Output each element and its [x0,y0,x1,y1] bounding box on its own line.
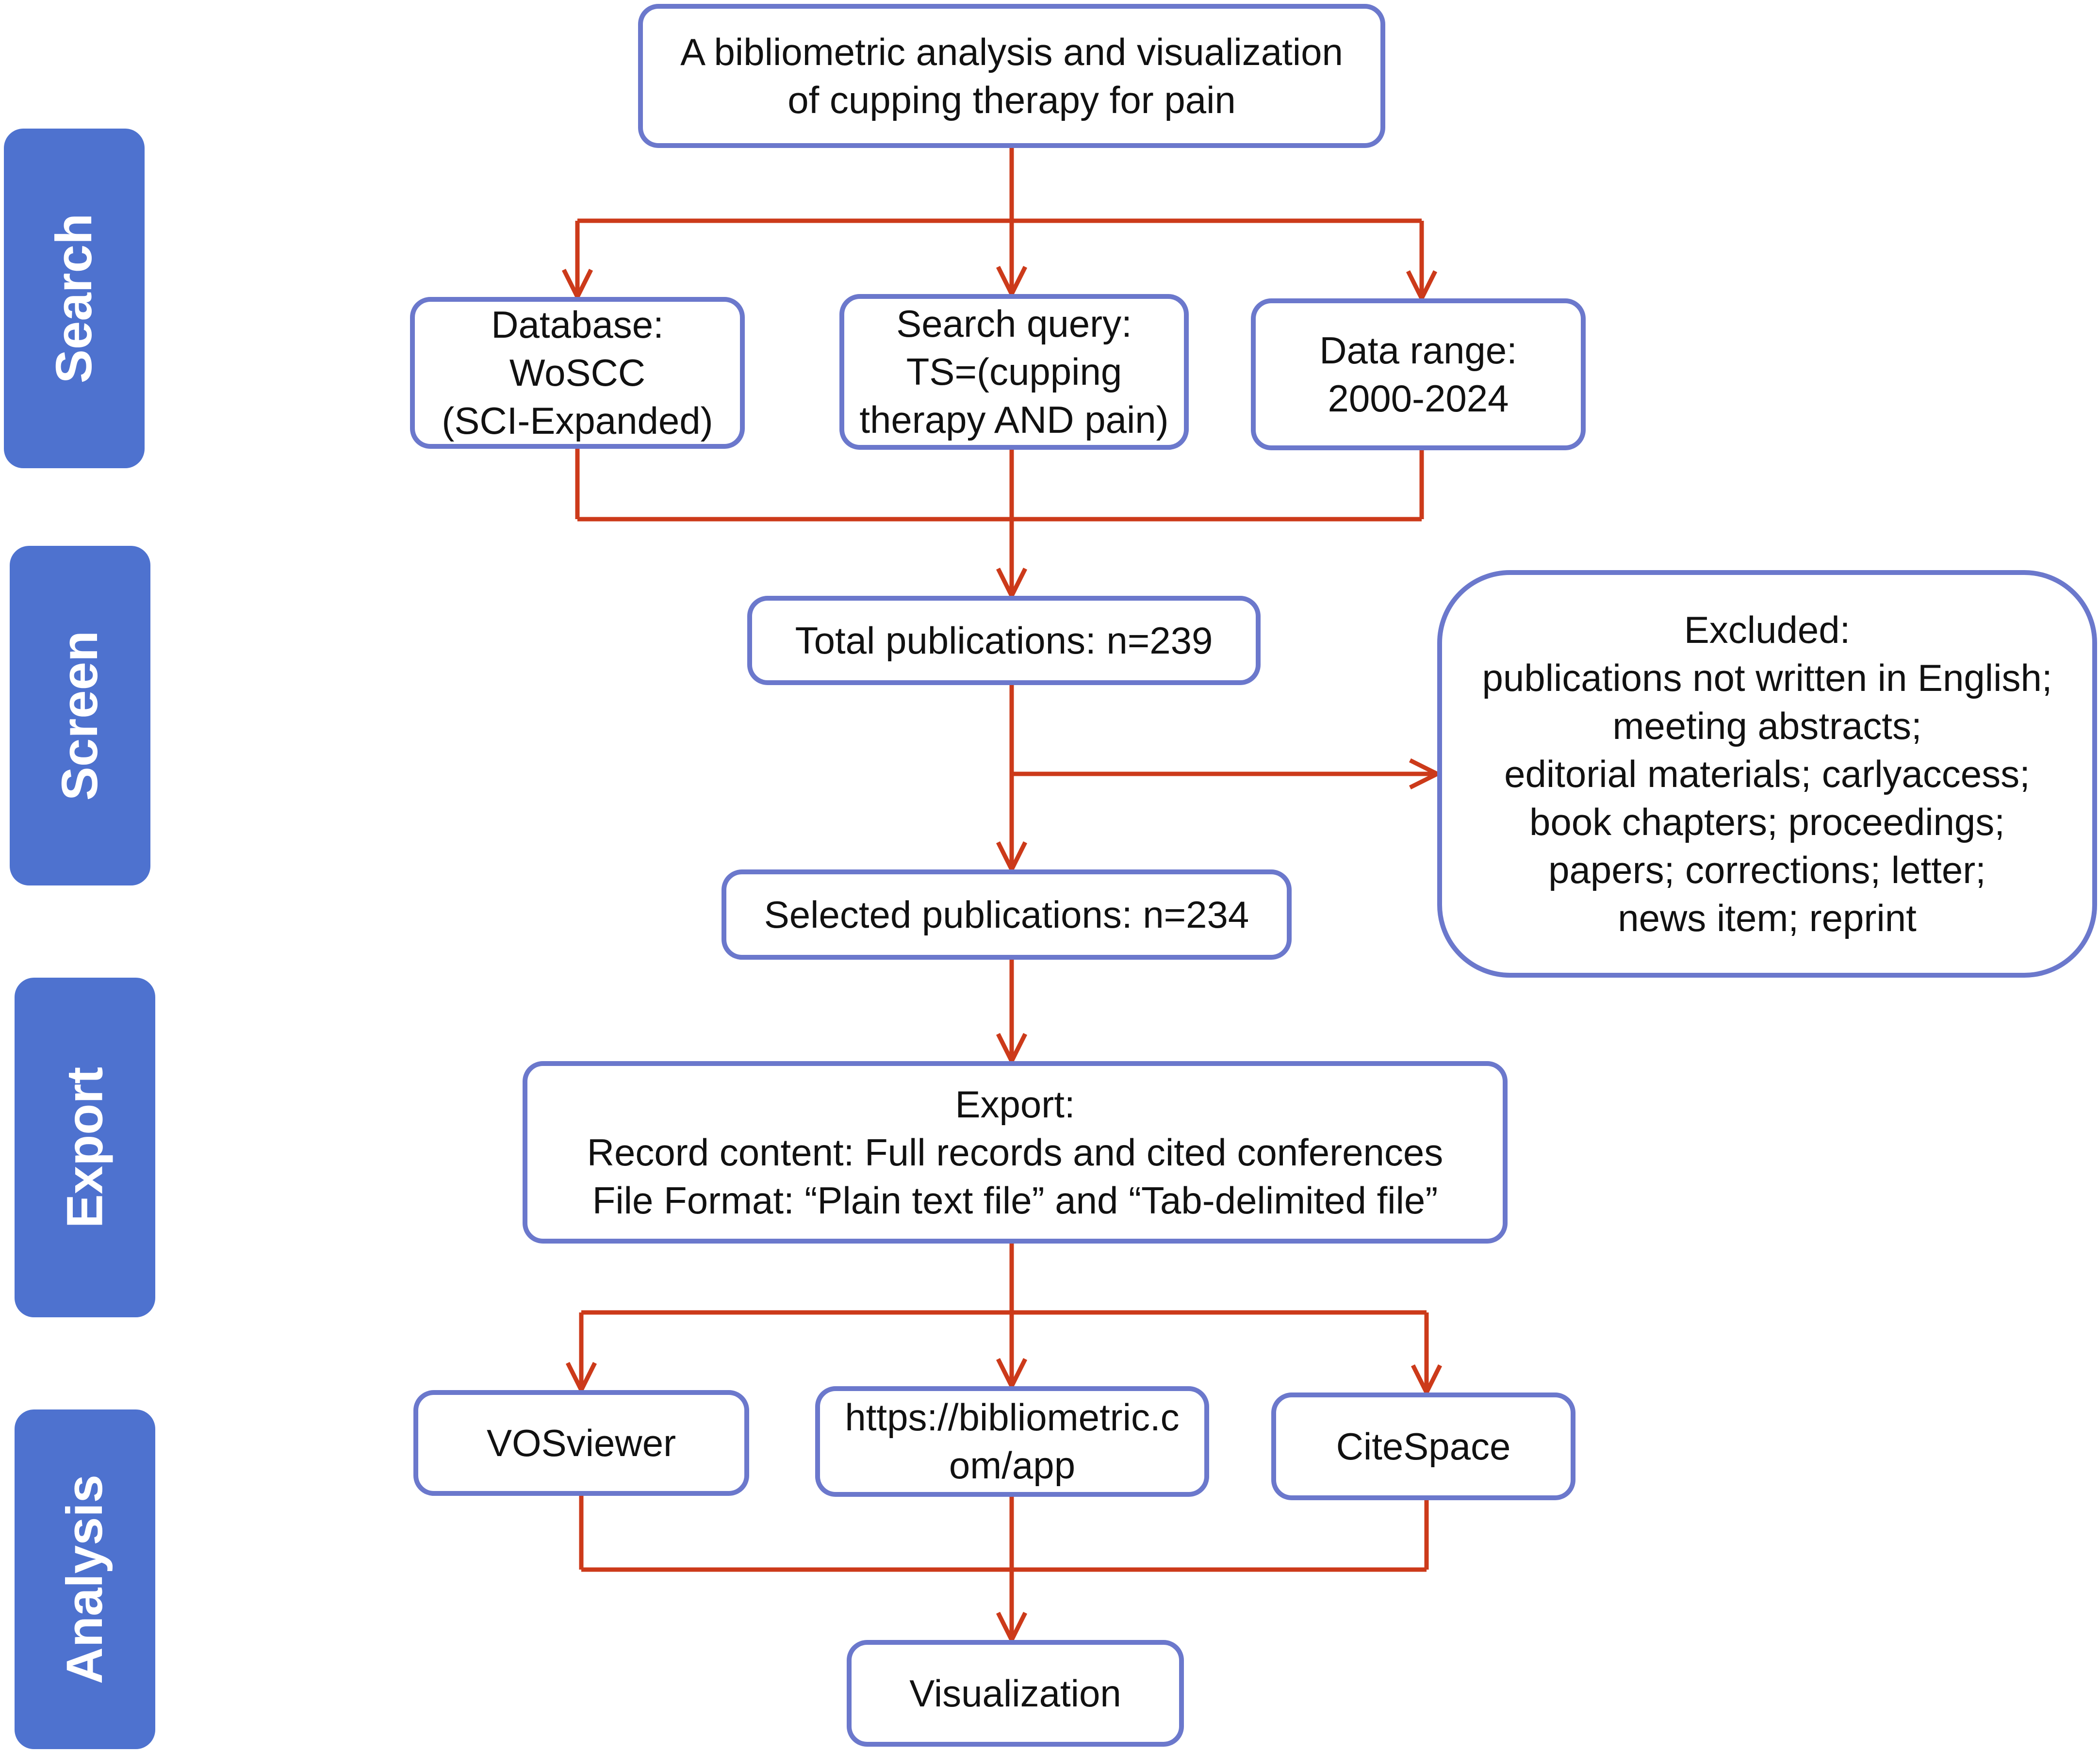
visualization-box: Visualization [847,1640,1184,1747]
vosviewer-box: VOSviewer [413,1390,749,1496]
phase-analysis: Analysis [15,1409,155,1749]
export-line-2: Record content: Full records and cited c… [587,1130,1444,1174]
title-line-1: A bibliometric analysis and visualizatio… [680,30,1343,73]
range-line-2: 2000-2024 [1328,377,1509,420]
excluded-box: Excluded: publications not written in En… [1437,570,2097,978]
citespace-label: CiteSpace [1336,1425,1511,1468]
excluded-line-1: Excluded: [1684,608,1851,651]
biblio-app-box: https://bibliometric.c om/app [815,1386,1209,1497]
export-box: Export: Record content: Full records and… [523,1061,1508,1244]
query-line-1: Search query: [896,302,1132,345]
phase-search: Search [4,129,145,468]
excluded-line-2: publications not written in English; [1482,656,2052,699]
query-box: Search query: TS=(cupping therapy AND pa… [839,294,1189,450]
range-box: Data range: 2000-2024 [1251,298,1586,450]
database-line-2: WoSCC [509,351,646,394]
excluded-line-5: book chapters; proceedings; [1529,800,2005,843]
title-box: A bibliometric analysis and visualizatio… [638,4,1385,148]
database-line-1: Database: [491,303,664,346]
excluded-line-3: meeting abstracts; [1612,704,1922,747]
phase-export: Export [15,978,155,1317]
range-line-1: Data range: [1319,328,1517,372]
excluded-line-6: papers; corrections; letter; [1548,848,1986,891]
database-line-3: (SCI-Expanded) [442,399,713,442]
citespace-box: CiteSpace [1271,1393,1575,1500]
export-line-3: File Format: “Plain text file” and “Tab-… [592,1179,1438,1222]
total-publications-label: Total publications: n=239 [795,619,1213,662]
biblio-line-1: https://bibliometric.c [845,1396,1180,1439]
selected-publications-box: Selected publications: n=234 [722,869,1292,960]
biblio-line-2: om/app [949,1444,1076,1487]
excluded-line-7: news item; reprint [1618,896,1917,939]
visualization-label: Visualization [909,1671,1121,1715]
excluded-line-4: editorial materials; carlyaccess; [1504,752,2030,795]
vosviewer-label: VOSviewer [486,1421,676,1464]
selected-publications-label: Selected publications: n=234 [764,893,1249,936]
title-line-2: of cupping therapy for pain [788,78,1236,121]
total-publications-box: Total publications: n=239 [747,596,1261,685]
query-line-3: therapy AND pain) [859,398,1169,441]
export-line-1: Export: [955,1082,1075,1126]
database-box: Database: WoSCC (SCI-Expanded) [410,297,745,449]
query-line-2: TS=(cupping [906,350,1122,393]
phase-screen: Screen [10,546,150,885]
